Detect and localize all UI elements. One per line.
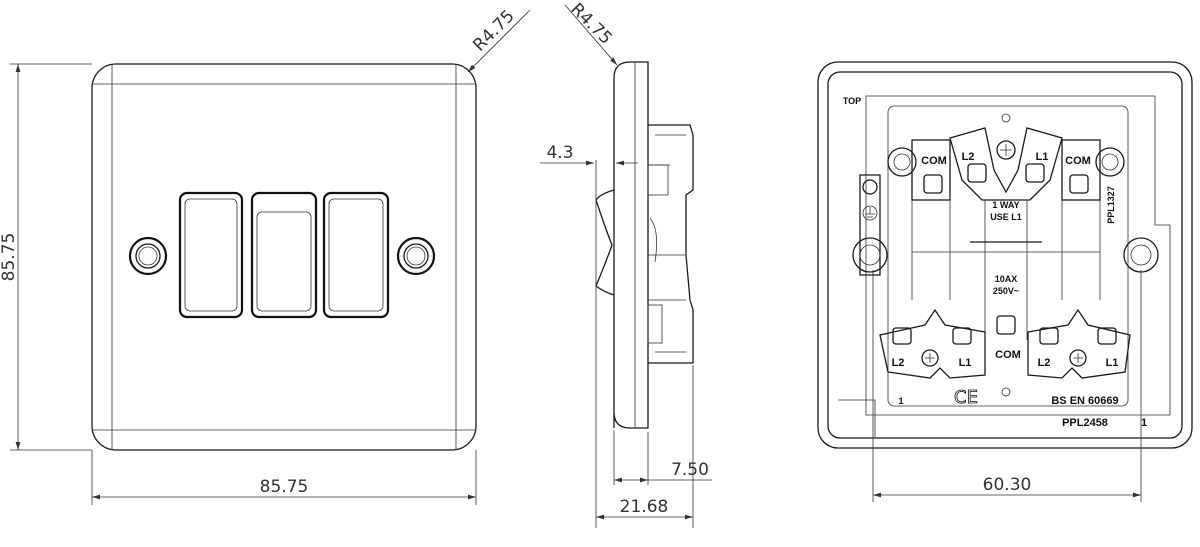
- rocker-depth-dimension: 4.3: [546, 143, 573, 163]
- fixing-hole-right: [1123, 237, 1159, 273]
- front-plate: [91, 63, 477, 451]
- screw-cover-right: [396, 236, 436, 276]
- side-radius-dimension: R4.75: [566, 0, 615, 49]
- terminal-label-com-left: COM: [921, 155, 947, 167]
- height-dimension: 85.75: [0, 233, 19, 282]
- part-code-side: PPL1327: [1106, 186, 1116, 224]
- bottom-right-terminal-block: [1027, 308, 1131, 379]
- ce-mark: CE: [954, 387, 978, 408]
- rocker-switch-3: [322, 191, 390, 319]
- one-way-note: 1 WAY: [992, 200, 1019, 210]
- part-code: PPL2458: [1062, 417, 1108, 429]
- plate-depth-dimension: 7.50: [671, 460, 709, 480]
- side-view: 4.3 7.50 21.68 R4.75: [540, 0, 712, 528]
- current-rating: 10AX: [995, 274, 1018, 284]
- terminal-label-top-l1: L1: [1036, 151, 1049, 163]
- gang-number: 1: [898, 396, 903, 406]
- side-plate: [613, 61, 649, 429]
- front-radius-dimension: R4.75: [469, 6, 518, 55]
- side-mechanism: [648, 124, 694, 364]
- terminal-label-top-l2: L2: [962, 151, 975, 163]
- side-rocker: [595, 189, 615, 296]
- rear-plate: [817, 61, 1193, 449]
- terminal-label-br-l1: L1: [1106, 357, 1119, 369]
- use-l1-note: USE L1: [990, 212, 1022, 222]
- terminal-label-com-bottom: COM: [995, 349, 1021, 361]
- rocker-switch-1: [178, 191, 244, 319]
- fixing-centres-dimension: 60.30: [983, 475, 1032, 495]
- terminal-label-bl-l1: L1: [959, 357, 972, 369]
- terminal-label-com-right: COM: [1065, 155, 1091, 167]
- screw-cover-left: [128, 236, 168, 276]
- terminal-label-bl-l2: L2: [892, 357, 905, 369]
- front-view: 85.75 85.75 R4.75: [0, 6, 531, 505]
- standard-marking: BS EN 60669: [1051, 395, 1118, 407]
- rocker-switch-2: [250, 191, 318, 319]
- top-marking: TOP: [843, 96, 861, 106]
- voltage-rating: 250V~: [993, 286, 1019, 296]
- width-dimension: 85.75: [260, 477, 309, 497]
- bottom-left-terminal-block: [879, 308, 986, 379]
- fixing-hole-left: [852, 237, 888, 273]
- total-depth-dimension: 21.68: [620, 497, 669, 517]
- part-number-suffix: 1: [1141, 417, 1147, 429]
- terminal-label-br-l2: L2: [1038, 357, 1051, 369]
- rear-view: TOP L2 L1 1 WAY USE L1 COM COM PPL1327: [817, 61, 1193, 502]
- top-terminal-block: [949, 127, 1063, 201]
